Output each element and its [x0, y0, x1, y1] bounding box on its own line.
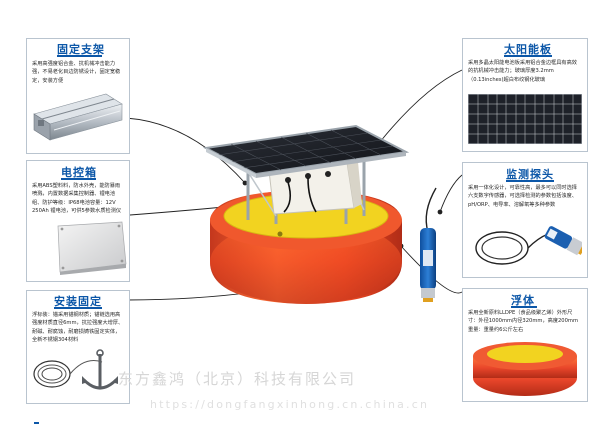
- control-box-title: 电控箱: [61, 166, 97, 179]
- float-title-underline: [511, 306, 537, 308]
- float-desc: 采用全新原料LLDPE（食品级聚乙烯）外形尺寸：外径1000mm内径320mm，…: [468, 310, 579, 333]
- bracket-title-underline: [57, 55, 102, 57]
- text-cursor-mark: [34, 422, 39, 424]
- float-title: 浮体: [511, 294, 535, 307]
- installation-title-underline: [54, 307, 102, 309]
- probe-title: 监测探头: [506, 168, 554, 181]
- solar-cells-image: [468, 94, 582, 144]
- solar-title: 太阳能板: [504, 43, 552, 56]
- float-body-image: [473, 342, 577, 396]
- enclosure-box-image: [57, 221, 127, 275]
- buoy-illustration: [202, 124, 437, 304]
- solar-title-underline: [504, 55, 552, 57]
- control-box-title-underline: [61, 178, 96, 180]
- installation-desc: 浮标装：锚采用锚钢材质；锚链选用高强度材质直径6mm，抗拉强度大增厚、耐磁、耐腐…: [32, 312, 124, 344]
- sensor-probe-image: [475, 226, 582, 265]
- anchor-chain-image: [33, 349, 118, 390]
- probe-desc: 采用一体化设计，可靠性高，最多可以同时选择六支数字传感器，可选择检测的参数包括浊…: [468, 185, 577, 208]
- company-watermark: 东方鑫鸿（北京）科技有限公司: [118, 370, 357, 388]
- bracket-title: 固定支架: [57, 43, 105, 56]
- bracket-desc: 采用高强度铝合金、抗机械冲击能力强，不易老化目边防锈设计，固定宽稳定，安装方便: [32, 61, 121, 84]
- control-box-desc: 采用ABS塑料料，防水外壳，能防暴雨喷溅，内置数据采集控制器、锂电池组、防护等级…: [32, 183, 122, 215]
- aluminum-profile-image: [33, 93, 123, 141]
- installation-title: 安装固定: [54, 295, 102, 308]
- solar-desc: 采用多晶太阳能电池板采用铝合金边框具有高效的抗机械冲击能力；玻璃厚度3.2mm（…: [468, 60, 577, 83]
- probe-title-underline: [506, 180, 554, 182]
- url-watermark: https://dongfangxinhong.cn.china.cn: [150, 398, 430, 411]
